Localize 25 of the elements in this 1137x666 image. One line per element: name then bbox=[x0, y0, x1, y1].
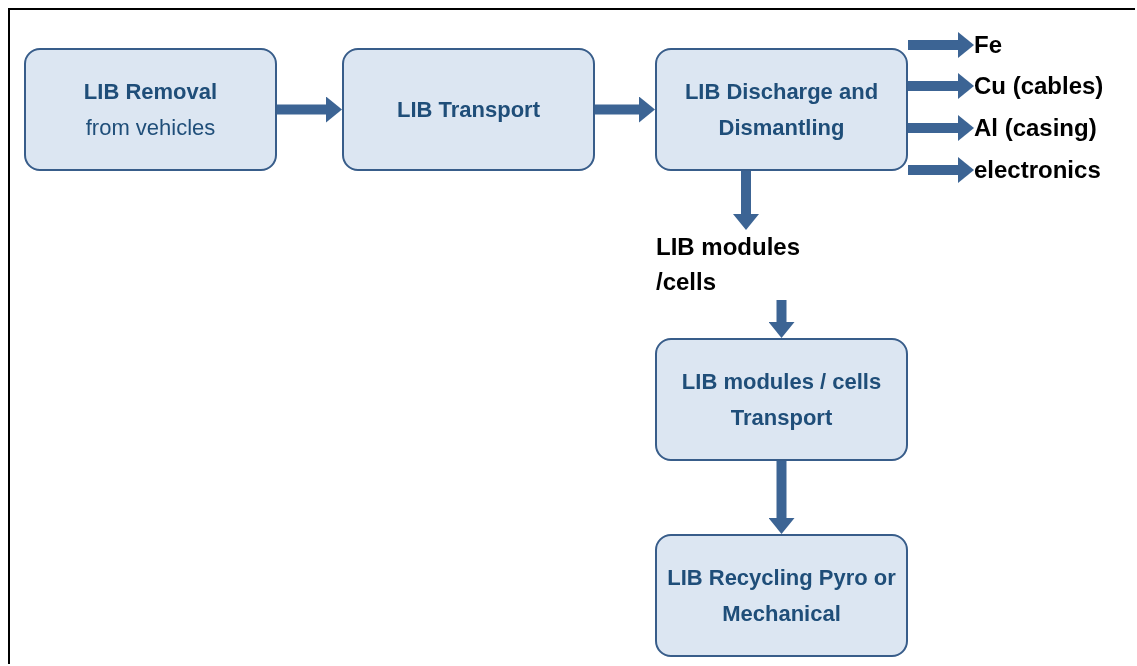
box-label: LIB Recycling Pyro or Mechanical bbox=[667, 564, 896, 628]
output-label: Al (casing) bbox=[974, 112, 1098, 143]
output-label: Cu (cables) bbox=[974, 70, 1105, 101]
output-label: electronics bbox=[974, 154, 1102, 185]
process-box bbox=[655, 338, 908, 461]
block-arrow bbox=[768, 300, 795, 338]
output-label: Fe bbox=[974, 29, 1003, 60]
box-label: LIB modules / cells Transport bbox=[680, 368, 883, 432]
block-arrow bbox=[908, 115, 974, 141]
box-label: LIB Removal bbox=[83, 78, 218, 107]
block-arrow bbox=[733, 171, 759, 230]
block-arrow bbox=[595, 96, 655, 123]
process-box bbox=[24, 48, 277, 171]
box-label: LIB Discharge and Dismantling bbox=[683, 78, 880, 142]
box-label: from vehicles bbox=[85, 113, 216, 142]
block-arrow bbox=[908, 32, 974, 58]
box-label: LIB Transport bbox=[397, 95, 540, 124]
block-arrow bbox=[277, 96, 342, 123]
process-box bbox=[342, 48, 595, 171]
block-arrow bbox=[768, 461, 795, 534]
process-box bbox=[655, 48, 908, 171]
block-arrow bbox=[908, 73, 974, 99]
block-arrow bbox=[908, 157, 974, 183]
process-box bbox=[655, 534, 908, 657]
output-label: LIB modules /cells bbox=[656, 232, 801, 297]
